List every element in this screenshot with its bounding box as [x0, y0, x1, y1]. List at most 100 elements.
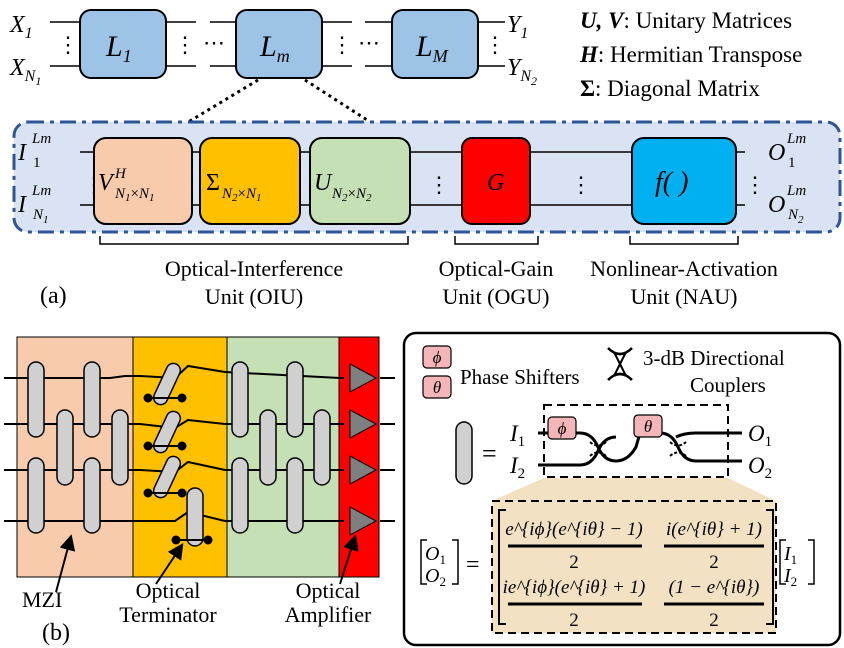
- zoom-line-left: [179, 78, 259, 129]
- output-yn2-label: YN2: [507, 55, 537, 88]
- m11-den: 2: [569, 552, 579, 573]
- m11-num: e^{iϕ}(e^{iθ} − 1): [505, 519, 643, 540]
- layer-block-lm: [235, 9, 323, 79]
- block-v-sup: H: [114, 166, 127, 182]
- layer-lm-label: Lm: [259, 30, 290, 66]
- in-top-sup: Lm: [31, 131, 51, 147]
- arrow-terminator: [155, 543, 184, 585]
- sigma-elements: [152, 362, 204, 547]
- m22-den: 2: [709, 610, 719, 631]
- block-gain-label: G: [487, 170, 504, 196]
- phi-icon: [422, 345, 452, 369]
- mzi: [186, 487, 204, 547]
- ellipsis-1: ⋯: [203, 30, 225, 55]
- m12-num: i(e^{iθ} + 1): [666, 519, 762, 540]
- block-v-label: V: [98, 170, 115, 196]
- in-bot-sub: N1: [32, 207, 49, 226]
- in-bot-label: I: [17, 192, 27, 218]
- lhs-o2: O2: [425, 565, 446, 589]
- vdots-l1-out: ⋮: [174, 32, 196, 57]
- vdots-after-oiu: ⋮: [428, 172, 450, 197]
- block-u-sub: N2×N2: [331, 186, 372, 204]
- block-sigma-label: Σ: [206, 170, 220, 196]
- mzi-theta-symbol: θ: [644, 417, 652, 436]
- out-bot-sub: N2: [787, 207, 804, 226]
- coupler-marks: [589, 441, 687, 457]
- mzi-legend-icon: [455, 421, 473, 485]
- mzi: [231, 457, 249, 534]
- ogu-label-line2: Unit (OGU): [443, 284, 550, 309]
- theta-icon: [422, 375, 452, 399]
- label-a: (a): [40, 283, 67, 309]
- amplifier-triangle: [349, 506, 378, 536]
- out-bot-sup: Lm: [786, 183, 806, 199]
- mzi: [313, 409, 331, 486]
- mzi: [152, 455, 182, 499]
- mzi: [152, 362, 182, 406]
- mzi-phi-shifter: [547, 416, 577, 440]
- input-xn1-label: XN1: [9, 55, 41, 88]
- out-top-sup: Lm: [786, 131, 806, 147]
- amplifiers: [349, 363, 378, 536]
- layer-detail: I Lm 1 I Lm N1 ⋮ V H N1×N1 Σ N2×N1 U N2×…: [12, 120, 842, 309]
- vdots-after-ogu: ⋮: [570, 172, 592, 197]
- nau-label-line1: Nonlinear-Activation: [590, 256, 778, 281]
- legend-b: ϕ θ Phase Shifters 3-dB Directional Coup…: [402, 331, 842, 647]
- in-bot-sup: Lm: [31, 183, 51, 199]
- input-x1-label: X1: [9, 12, 33, 42]
- bracket-ogu: [454, 236, 539, 245]
- rhs-i1: I1: [783, 543, 797, 567]
- label-terminator-1: Optical: [136, 578, 201, 603]
- block-v-sub: N1×N1: [114, 186, 155, 204]
- matrix-equals: =: [466, 552, 480, 578]
- vdots-output: ⋮: [484, 32, 506, 57]
- terminators: [143, 393, 213, 545]
- legend-h: H: Hermitian Transpose: [579, 42, 802, 67]
- m12-den: 2: [709, 552, 719, 573]
- mzi: [259, 409, 277, 486]
- label-mzi: MZI: [22, 587, 62, 612]
- block-gain: [461, 137, 531, 225]
- m21-num: ie^{iϕ}(e^{iθ} + 1): [503, 577, 646, 598]
- mzi-phi-symbol: ϕ: [558, 419, 567, 438]
- block-activation-label: f( ): [655, 167, 688, 198]
- in-top-sub: 1: [33, 155, 41, 171]
- top-row: X1 XN1 ⋮ L1 ⋮ ⋯ Lm ⋮ ⋯ LM ⋮ Y1 YN2: [9, 9, 537, 129]
- in-top-label: I: [17, 140, 27, 166]
- mzi-o1: O1: [748, 421, 772, 450]
- block-u: [309, 137, 411, 225]
- layer-block-lM: [391, 9, 479, 79]
- label-b: (b): [42, 620, 70, 646]
- out-bot-label: O: [768, 192, 785, 218]
- mzi: [27, 457, 45, 534]
- bracket-nau: [629, 236, 739, 245]
- circuit: MZI Optical Terminator Optical Amplifier…: [4, 336, 395, 646]
- layer-block-l1: [79, 9, 167, 79]
- mzi-detail-box: [543, 404, 729, 478]
- nau-label-line2: Unit (NAU): [631, 284, 738, 309]
- mzi-o2: O2: [748, 453, 772, 482]
- amplifier-triangle: [349, 455, 378, 485]
- vdots-input: ⋮: [57, 32, 79, 57]
- mzi-i2: I2: [509, 453, 525, 482]
- block-activation: [631, 137, 737, 225]
- coupler-text-1: 3-dB Directional: [643, 346, 785, 370]
- oiu-label-line2: Unit (OIU): [205, 284, 303, 309]
- phase-shifters-text: Phase Shifters: [460, 365, 580, 389]
- bracket-oiu: [99, 236, 409, 245]
- oiu-label-line1: Optical-Interference: [165, 256, 343, 281]
- mzi: [111, 409, 129, 486]
- vdots-detail-out: ⋮: [744, 172, 766, 197]
- mzi: [286, 361, 304, 438]
- block-v-hermitian: [93, 137, 193, 225]
- label-amplifier-1: Optical: [296, 578, 361, 603]
- out-top-label: O: [768, 140, 785, 166]
- label-amplifier-2: Amplifier: [285, 602, 372, 627]
- mzi: [83, 457, 101, 534]
- block-sigma: [199, 137, 301, 225]
- amplifier-triangle: [349, 409, 378, 439]
- layer-lM-label: LM: [415, 30, 449, 66]
- rhs-i2: I2: [783, 565, 797, 589]
- ogu-label-line1: Optical-Gain: [439, 256, 554, 281]
